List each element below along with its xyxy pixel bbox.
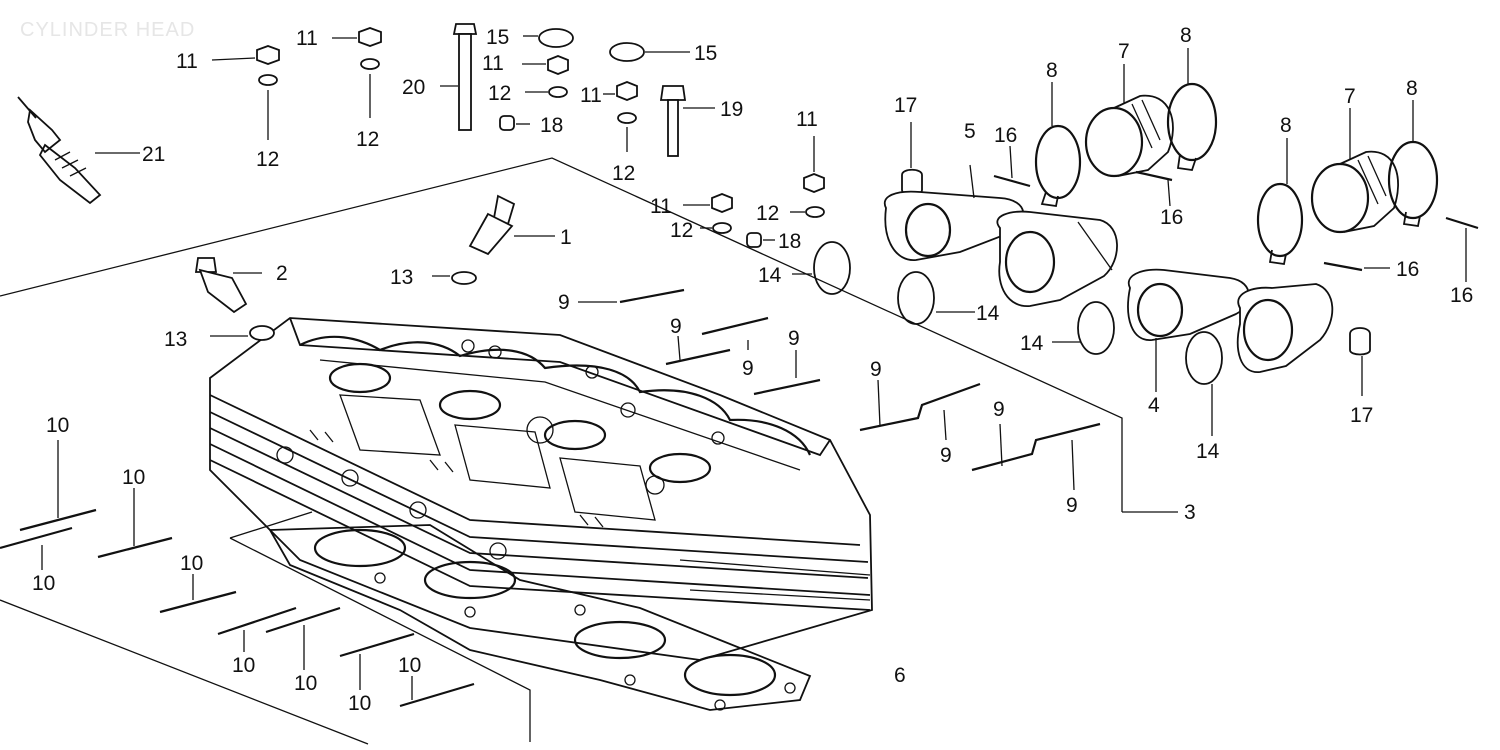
callout-17a: 17 <box>894 94 917 117</box>
callout-8a: 8 <box>1046 59 1058 82</box>
head-gasket <box>268 524 812 711</box>
callout-18b: 18 <box>778 230 801 253</box>
callout-14d: 14 <box>1196 440 1220 463</box>
callout-10g: 10 <box>348 692 371 715</box>
callout-17b: 17 <box>1350 404 1373 427</box>
callout-3: 3 <box>1184 501 1196 524</box>
callout-11c: 11 <box>482 52 504 75</box>
carburetor-holders-7 <box>1084 64 1399 234</box>
hose-clamps-8 <box>1034 48 1439 266</box>
studs-9 <box>578 288 1101 491</box>
callout-20: 20 <box>402 76 425 99</box>
callout-11e: 11 <box>796 108 818 131</box>
callout-8c: 8 <box>1280 114 1292 137</box>
intake-joint-5 <box>883 164 1118 307</box>
callout-13b: 13 <box>164 328 187 351</box>
callout-15a: 15 <box>486 26 509 49</box>
callout-10e: 10 <box>232 654 255 677</box>
callout-7b: 7 <box>1344 85 1356 108</box>
callout-10c: 10 <box>32 572 55 595</box>
callout-9g: 9 <box>993 398 1005 421</box>
callout-1: 1 <box>560 226 572 249</box>
callout-11b: 11 <box>296 27 318 50</box>
callout-4: 4 <box>1148 394 1160 417</box>
callout-14a: 14 <box>758 264 782 287</box>
screws-16 <box>993 145 1479 282</box>
callout-11d: 11 <box>580 84 602 107</box>
studs-10 <box>0 440 475 708</box>
callout-9a: 9 <box>558 291 570 314</box>
callout-12d: 12 <box>612 162 635 185</box>
callout-11a: 11 <box>176 50 198 73</box>
callout-10f: 10 <box>294 672 317 695</box>
callout-12e: 12 <box>670 219 693 242</box>
cylinder-head <box>209 317 873 661</box>
callout-10a: 10 <box>46 414 69 437</box>
hardware-fasteners <box>211 23 1371 396</box>
spark-plug <box>17 96 140 205</box>
callout-9d: 9 <box>788 327 800 350</box>
callout-10h: 10 <box>398 654 421 677</box>
callout-16b: 16 <box>1160 206 1183 229</box>
callout-8b: 8 <box>1180 24 1192 47</box>
pipe-fittings <box>194 194 555 341</box>
callout-2: 2 <box>276 262 288 285</box>
callout-12f: 12 <box>756 202 779 225</box>
callout-16a: 16 <box>994 124 1017 147</box>
callout-12a: 12 <box>256 148 279 171</box>
callout-8d: 8 <box>1406 77 1418 100</box>
callout-19: 19 <box>720 98 743 121</box>
callout-12c: 12 <box>488 82 511 105</box>
callout-12b: 12 <box>356 128 379 151</box>
callout-6: 6 <box>894 664 906 687</box>
callout-9c: 9 <box>742 357 754 380</box>
callout-7a: 7 <box>1118 40 1130 63</box>
callout-16d: 16 <box>1450 284 1473 307</box>
callout-21: 21 <box>142 143 165 166</box>
callout-14b: 14 <box>976 302 1000 325</box>
callout-9f: 9 <box>940 444 952 467</box>
callout-9e: 9 <box>870 358 882 381</box>
assembly-outline <box>0 157 1178 745</box>
callout-9b: 9 <box>670 315 682 338</box>
intake-joint-4 <box>1127 268 1334 392</box>
callout-labels: 1 2 3 4 5 6 7 7 8 8 8 8 9 9 9 9 9 9 9 9 … <box>32 24 1473 715</box>
callout-15b: 15 <box>694 42 717 65</box>
callout-11f: 11 <box>650 195 672 218</box>
callout-9h: 9 <box>1066 494 1078 517</box>
callout-13a: 13 <box>390 266 413 289</box>
callout-5: 5 <box>964 120 976 143</box>
callout-14c: 14 <box>1020 332 1044 355</box>
callout-16c: 16 <box>1396 258 1419 281</box>
callout-10d: 10 <box>180 552 203 575</box>
diagram-title: CYLINDER HEAD <box>20 19 195 41</box>
callout-10b: 10 <box>122 466 145 489</box>
o-rings-14 <box>792 241 1223 436</box>
callout-18a: 18 <box>540 114 563 137</box>
